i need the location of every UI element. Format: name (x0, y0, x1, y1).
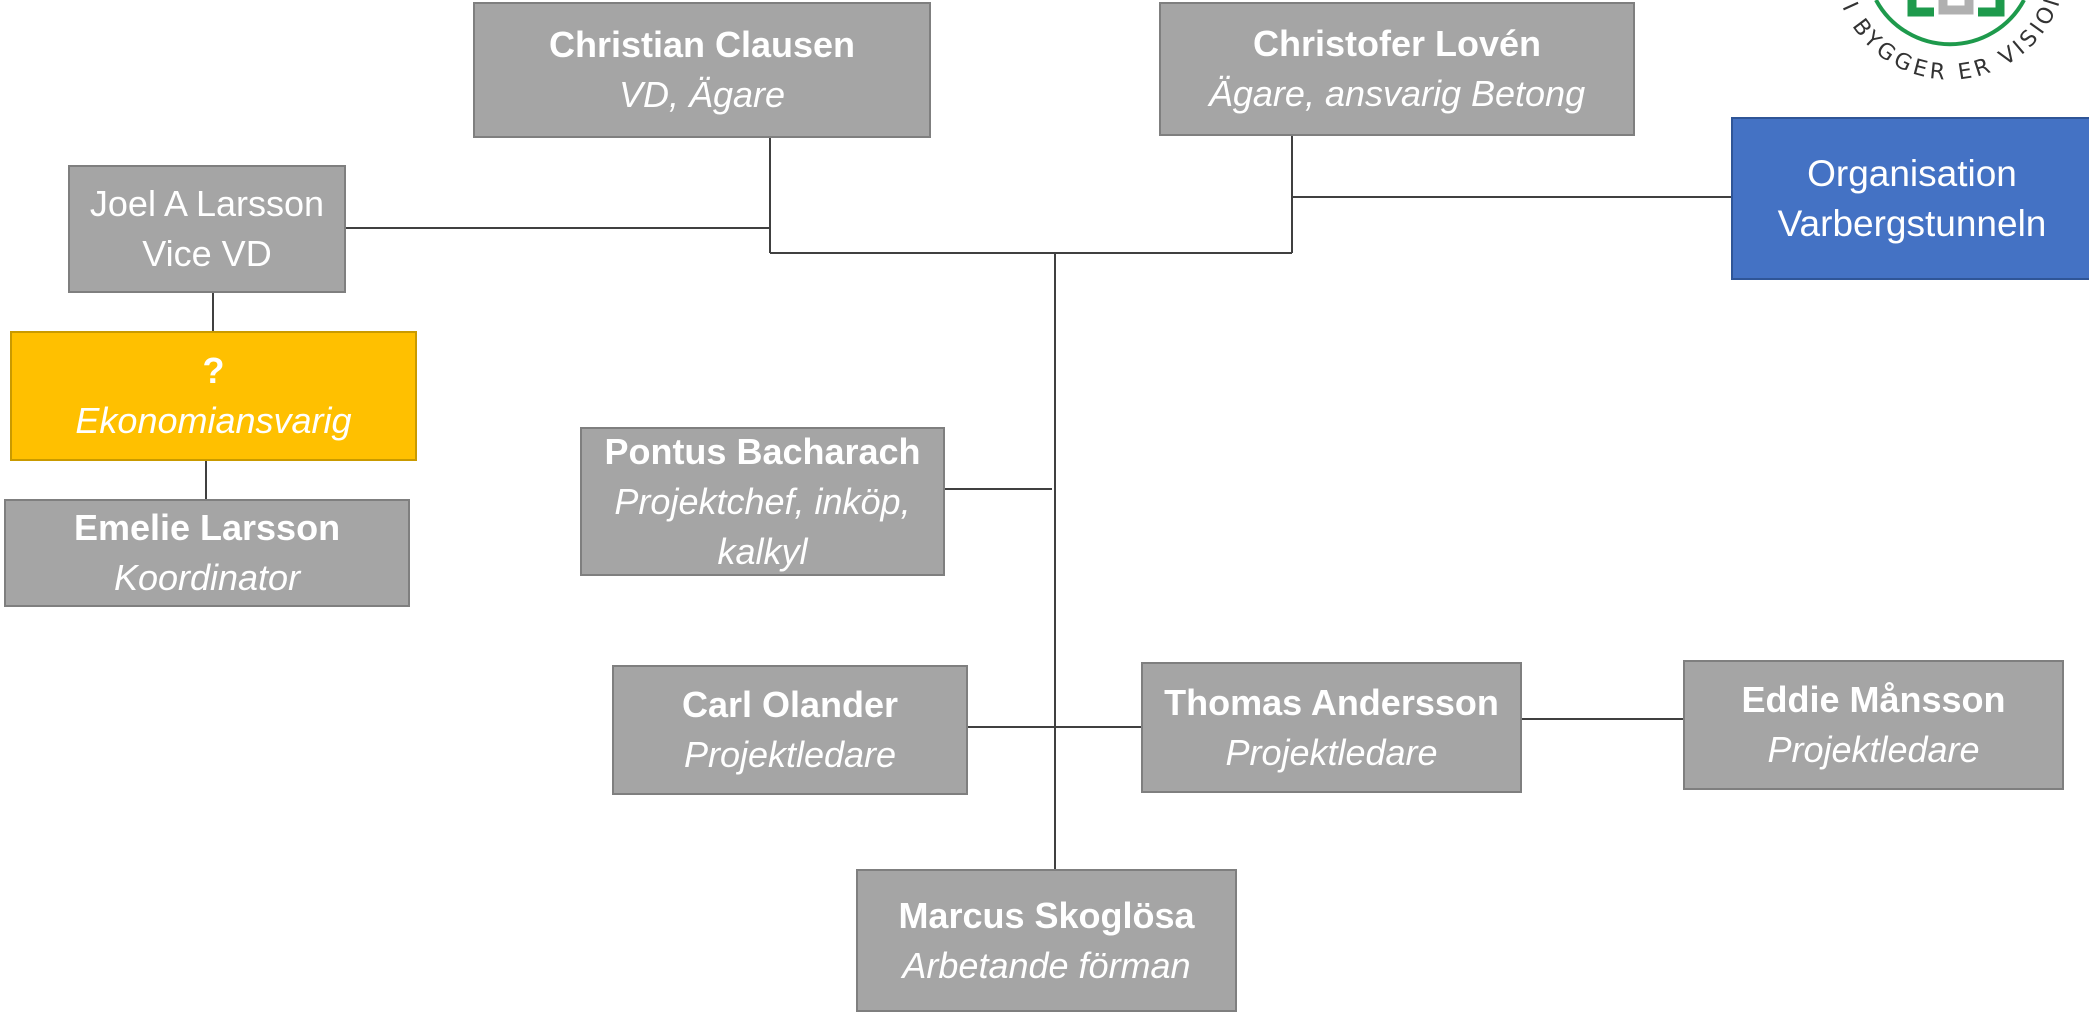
node-thomas-andersson: Thomas Andersson Projektledare (1141, 662, 1522, 793)
node-pontus-bacharach: Pontus Bacharach Projektchef, inköp, kal… (580, 427, 945, 576)
node-role: Projektledare (1767, 729, 1980, 770)
node-role: Projektledare (683, 734, 897, 775)
node-name: Thomas Andersson (1164, 681, 1499, 723)
node-role: Arbetande förman (902, 944, 1191, 986)
node-emelie-larsson: Emelie Larsson Koordinator (4, 499, 410, 607)
node-name: Christian Clausen (548, 24, 856, 65)
node-marcus-skoglosa: Marcus Skoglösa Arbetande förman (856, 869, 1237, 1012)
node-role: Koordinator (113, 557, 301, 598)
node-role: Projektchef, inköp, (614, 480, 911, 522)
company-logo: VI BYGGER ER VISION (1800, 0, 2089, 120)
node-name: Emelie Larsson (73, 507, 341, 548)
node-role: Ekonomiansvarig (75, 400, 352, 441)
organisation-line1: Organisation (1807, 152, 2017, 194)
node-ekonomiansvarig: ? Ekonomiansvarig (10, 331, 417, 461)
node-name: Pontus Bacharach (604, 430, 921, 472)
node-joel-larsson: Joel A Larsson Vice VD (68, 165, 346, 293)
node-role-cont: kalkyl (717, 530, 808, 572)
node-organisation-varbergstunneln[interactable]: Organisation Varbergstunneln (1731, 117, 2089, 280)
node-name: Joel A Larsson (89, 183, 325, 224)
logo-emblem-icon: VI BYGGER ER VISION (1831, 0, 2066, 86)
node-name: ? (202, 350, 225, 391)
node-name: Marcus Skoglösa (898, 894, 1195, 936)
node-role: Ägare, ansvarig Betong (1208, 73, 1586, 114)
node-role: Projektledare (1225, 731, 1438, 773)
node-christofer-loven: Christofer Lovén Ägare, ansvarig Betong (1159, 2, 1635, 136)
node-role: VD, Ägare (618, 74, 786, 115)
node-eddie-mansson: Eddie Månsson Projektledare (1683, 660, 2064, 790)
node-name: Carl Olander (681, 684, 899, 725)
node-carl-olander: Carl Olander Projektledare (612, 665, 968, 795)
node-role: Vice VD (142, 233, 272, 274)
node-name: Eddie Månsson (1741, 679, 2006, 720)
node-christian-clausen: Christian Clausen VD, Ägare (473, 2, 931, 138)
node-name: Christofer Lovén (1252, 23, 1542, 64)
organisation-line2: Varbergstunneln (1777, 202, 2047, 244)
